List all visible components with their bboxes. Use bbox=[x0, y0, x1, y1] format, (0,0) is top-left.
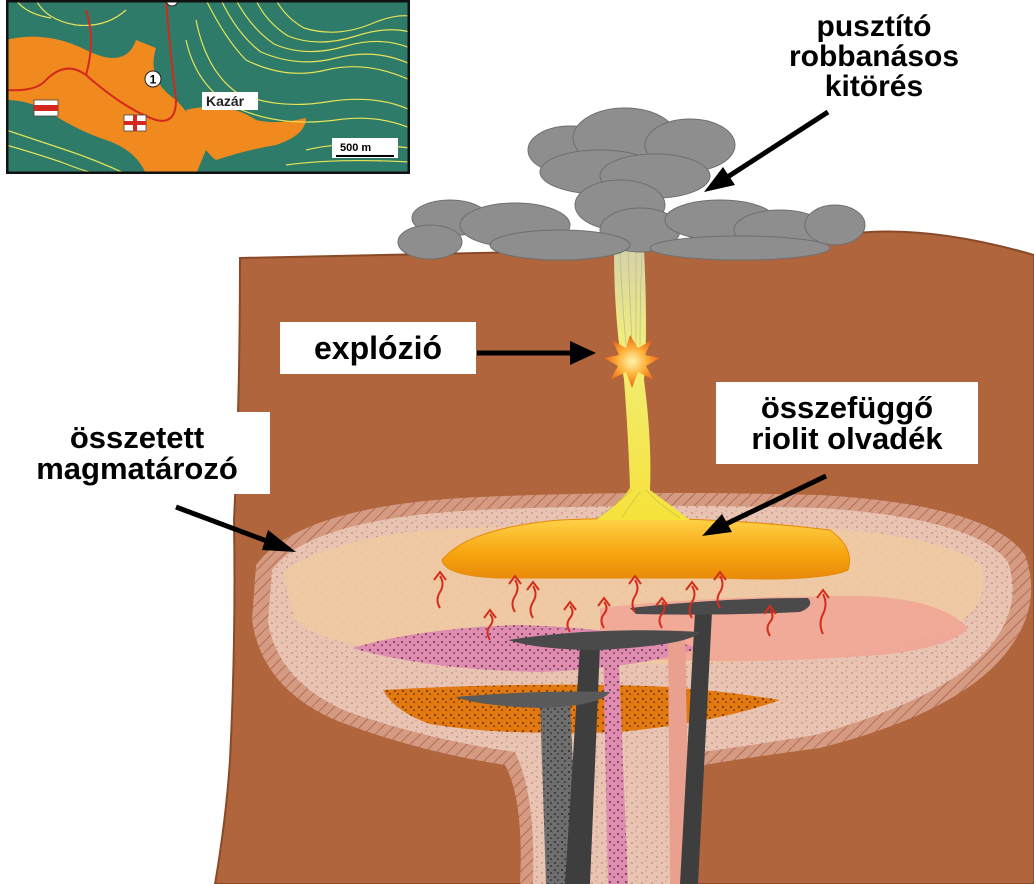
label-chamber-line1: összetett bbox=[4, 422, 270, 453]
label-eruption-line2: robbanásos bbox=[776, 42, 972, 72]
label-eruption-line3: kitörés bbox=[776, 72, 972, 102]
svg-text:1: 1 bbox=[150, 73, 157, 87]
place-label: Kazár bbox=[206, 93, 245, 109]
label-eruption-line1: pusztító bbox=[776, 12, 972, 42]
label-chamber-line2: magmatározó bbox=[4, 453, 270, 484]
trail-marker-red-stripe bbox=[34, 100, 58, 116]
scale-label: 500 m bbox=[340, 142, 371, 154]
map-inset: 1 Kazár 500 m bbox=[6, 0, 410, 174]
label-explosion: explózió bbox=[280, 322, 476, 374]
label-melt-line1: összefüggő bbox=[716, 392, 978, 423]
waypoint-marker-1: 1 bbox=[145, 71, 161, 87]
label-chamber: összetett magmatározó bbox=[4, 412, 270, 494]
label-explosion-text: explózió bbox=[280, 322, 476, 374]
label-melt: összefüggő riolit olvadék bbox=[716, 382, 978, 464]
scale-bar: 500 m bbox=[332, 138, 398, 158]
label-eruption: pusztító robbanásos kitörés bbox=[776, 12, 972, 102]
trail-marker-red-cross bbox=[124, 115, 146, 131]
label-melt-line2: riolit olvadék bbox=[716, 423, 978, 454]
